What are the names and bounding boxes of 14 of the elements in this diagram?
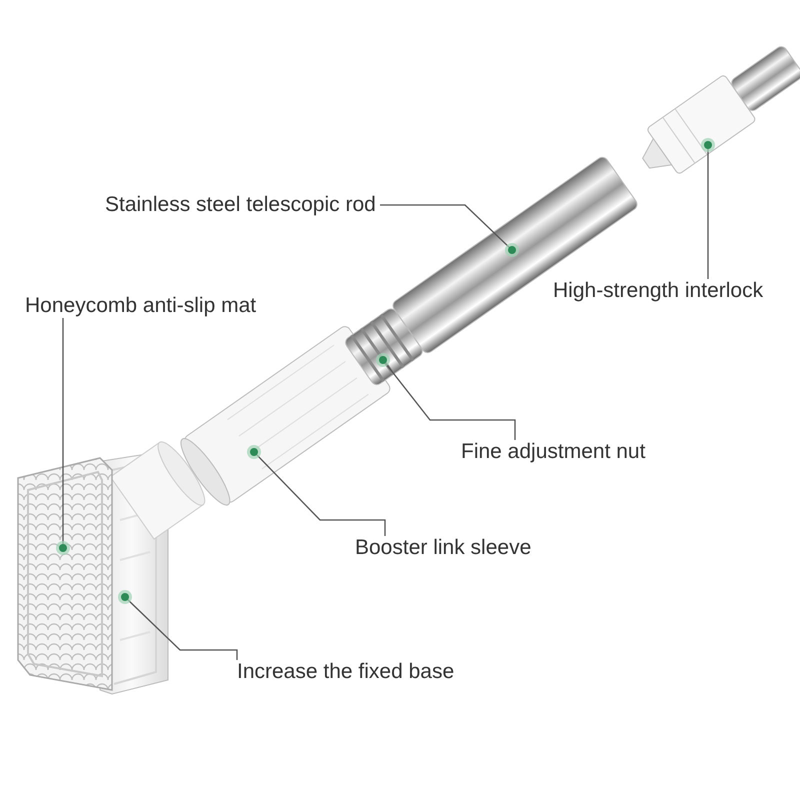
callout-label: High-strength interlock — [553, 279, 764, 303]
callout-label: Honeycomb anti-slip mat — [25, 294, 256, 318]
leader-line — [380, 204, 519, 257]
leader-line — [376, 353, 516, 440]
callout-label: Increase the fixed base — [237, 660, 454, 684]
interlock-drawing — [642, 44, 800, 176]
leader-line — [701, 138, 715, 279]
callout-label: Booster link sleeve — [355, 536, 532, 560]
callout-label: Stainless steel telescopic rod — [105, 193, 376, 217]
callout-label: Fine adjustment nut — [461, 440, 646, 464]
anti-slip-mat-drawing — [17, 457, 113, 691]
leader-line — [56, 318, 70, 555]
leader-line — [247, 445, 386, 536]
leader-line — [118, 590, 238, 660]
